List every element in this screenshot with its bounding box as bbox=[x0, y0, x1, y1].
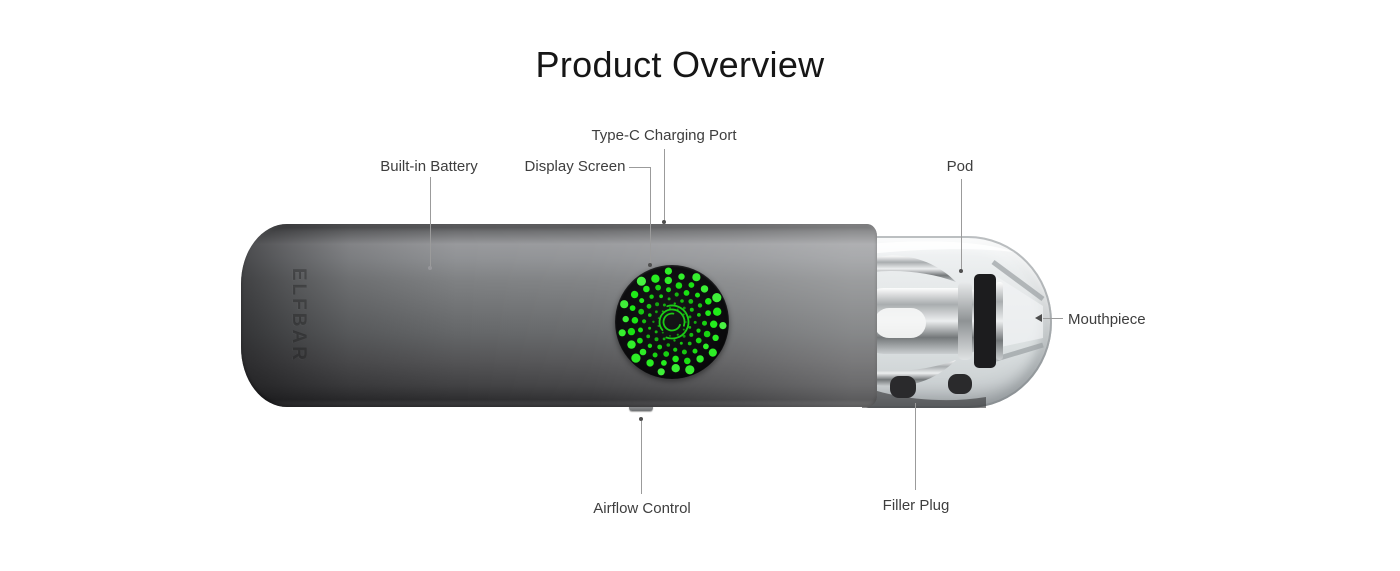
leader-line-pod bbox=[961, 179, 962, 269]
callout-label-mouthpiece: Mouthpiece bbox=[1068, 311, 1146, 328]
leader-dot-battery bbox=[428, 266, 432, 270]
mouthpiece-funnel bbox=[996, 276, 1043, 348]
pod-bottom-shadow bbox=[862, 386, 986, 408]
pod-cartridge bbox=[862, 236, 1052, 408]
leader-line-battery bbox=[430, 177, 431, 267]
atomizer-black-band bbox=[974, 274, 996, 368]
callout-label-pod: Pod bbox=[946, 158, 974, 175]
callout-label-display-screen: Display Screen bbox=[524, 158, 626, 175]
leader-arrow-mouthpiece bbox=[1035, 314, 1042, 322]
filler-plug-shape bbox=[890, 376, 916, 398]
funnel-edge-top bbox=[991, 259, 1045, 302]
pod-internals-graphic bbox=[862, 241, 1045, 408]
device-battery-body: ELFBAR bbox=[241, 224, 877, 407]
leader-line-display-v bbox=[650, 167, 651, 264]
leader-line-mouthpiece bbox=[1043, 318, 1063, 319]
brand-logo: ELFBAR bbox=[288, 268, 309, 364]
atomizer-ring-2 bbox=[996, 282, 1003, 360]
cotton-pill bbox=[874, 308, 926, 338]
display-screen-circle bbox=[615, 265, 729, 379]
callout-label-filler-plug: Filler Plug bbox=[882, 497, 950, 514]
leader-line-type-c bbox=[664, 149, 665, 221]
leader-line-filler bbox=[915, 403, 916, 490]
callout-label-airflow-control: Airflow Control bbox=[593, 500, 691, 517]
screen-spiral-svg bbox=[618, 267, 727, 376]
leader-dot-airflow bbox=[639, 417, 643, 421]
leader-line-airflow bbox=[641, 421, 642, 494]
page-title: Product Overview bbox=[535, 44, 825, 85]
atomizer-ring bbox=[958, 282, 972, 360]
callout-label-built-in-battery: Built-in Battery bbox=[380, 158, 478, 175]
leader-line-display-h bbox=[629, 167, 651, 168]
coil-contact-top bbox=[872, 255, 956, 282]
callout-label-type-c-charging-port: Type-C Charging Port bbox=[591, 127, 737, 144]
filler-plug-shape-2 bbox=[948, 374, 972, 394]
leader-dot-pod bbox=[959, 269, 963, 273]
pod-glass-highlight bbox=[870, 241, 1014, 254]
leader-dot-display bbox=[648, 263, 652, 267]
leader-dot-type-c bbox=[662, 220, 666, 224]
